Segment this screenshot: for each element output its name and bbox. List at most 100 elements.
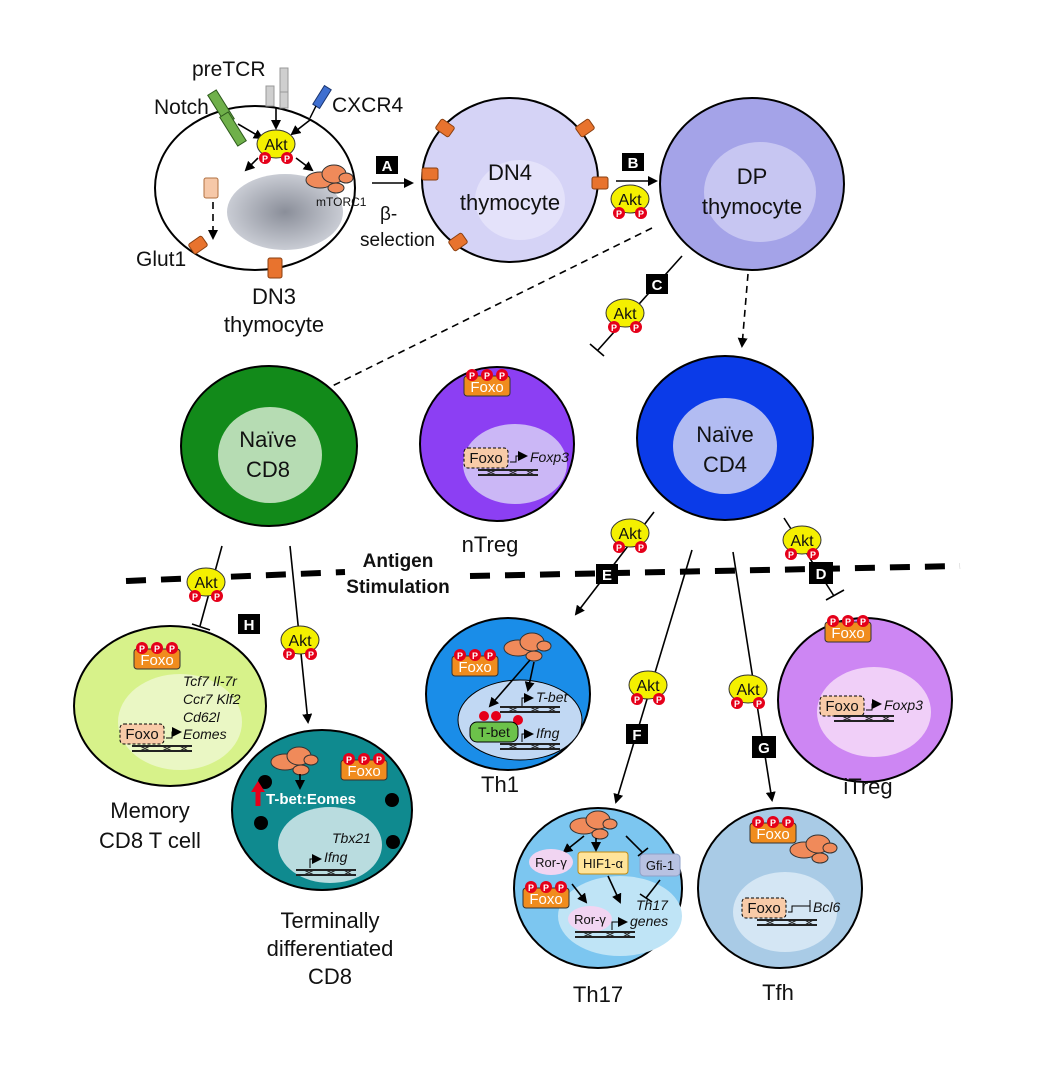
ror-gamma-label: Ror-γ [574, 912, 606, 927]
dp-label-line1: DP [737, 164, 768, 189]
antigen-stimulation-label-line1: Antigen [363, 551, 434, 572]
dn3-label-line1: DN3 [252, 284, 296, 309]
dp-cell: DP thymocyte [659, 97, 845, 271]
glut1-transporter-icon [591, 176, 609, 190]
step-h-label: H [244, 617, 255, 634]
step-a: A β- selection [360, 156, 435, 251]
tbet-gene-label: T-bet [536, 689, 569, 705]
naive-cd4-label-line1: Naïve [696, 422, 753, 447]
ifng-gene-label: Ifng [324, 849, 348, 865]
antigen-stimulation-label-line2: Stimulation [346, 577, 449, 598]
step-d-label: D [816, 566, 827, 583]
akt-label: Akt [194, 575, 218, 592]
ifng-gene-label: Ifng [536, 725, 560, 741]
terminal-cd8-label-line1: Terminally [280, 908, 379, 933]
step-e: Akt E [574, 511, 655, 616]
akt-label: Akt [618, 526, 642, 543]
ntreg-cell: Foxo Foxo Foxp3 nTreg [419, 366, 575, 557]
tbet-protein-label: T-bet [478, 724, 510, 740]
glut1-label: Glut1 [136, 248, 186, 271]
dp-label-line2: thymocyte [702, 194, 802, 219]
tbet-eomes-label: T-bet:Eomes [266, 791, 356, 808]
naive-cd8-to-terminal-arrow: Akt [280, 545, 320, 724]
dn3-nucleus [227, 174, 343, 250]
step-a-label: A [382, 158, 393, 175]
ror-gamma-icon [568, 906, 612, 932]
antigen-stimulation-divider: Antigen Stimulation [125, 551, 961, 598]
akt-label: Akt [636, 678, 660, 695]
mtorc1-label: mTORC1 [316, 195, 367, 209]
naive-cd4-cell: Naïve CD4 [636, 355, 814, 521]
beta-selection-label-line2: selection [360, 230, 435, 251]
terminal-cd8-label-line3: CD8 [308, 964, 352, 989]
th17-label: Th17 [573, 982, 623, 1007]
memory-genes-line3: Cd62l [183, 709, 220, 725]
dn4-label-line1: DN4 [488, 160, 532, 185]
foxo-label: Foxo [469, 450, 502, 467]
ror-gamma-icon [529, 849, 573, 875]
itreg-cell: Foxo Foxo Foxp3 iTreg [777, 614, 953, 799]
eomes-gene-label: Eomes [183, 726, 227, 742]
dp-to-naive-cd8-arrow [310, 227, 653, 397]
foxo-label: Foxo [458, 659, 491, 676]
foxo-label: Foxo [125, 726, 158, 743]
itreg-label: iTreg [843, 774, 892, 799]
notch-receptor-icon [207, 89, 247, 147]
memory-cd8-label-line2: CD8 T cell [99, 828, 201, 853]
th17-cell: Ror-γ HIF1-α Gfi-1 Foxo Ror-γ Th17 genes… [513, 807, 683, 1007]
foxo-label: Foxo [747, 900, 780, 917]
memory-genes-line2: Ccr7 Klf2 [183, 691, 241, 707]
akt-label: Akt [288, 633, 312, 650]
step-c: C Akt [589, 255, 683, 357]
th1-label: Th1 [481, 772, 519, 797]
foxo-label: Foxo [470, 379, 503, 396]
naive-cd8-cell: Naïve CD8 [180, 365, 358, 527]
th1-cell: Foxo T-bet T-bet Ifng Th1 [425, 617, 591, 797]
ror-gamma-label: Ror-γ [535, 855, 567, 870]
cxcr4-receptor-icon [309, 84, 332, 119]
naive-cd4-label-line2: CD4 [703, 452, 747, 477]
step-c-label: C [652, 277, 663, 294]
dn3-cell: Akt mTORC1 Notch preTCR CXCR4 Glut1 DN3 … [136, 58, 404, 337]
bcl6-gene-label: Bcl6 [813, 899, 840, 915]
akt-label: Akt [613, 306, 637, 323]
step-g-label: G [758, 740, 770, 757]
glut1-vesicle-icon [203, 177, 219, 199]
th17-genes-line2: genes [630, 913, 668, 929]
step-b: B Akt [610, 153, 658, 220]
beta-selection-label-line1: β- [380, 204, 397, 225]
tbx21-gene-label: Tbx21 [332, 830, 371, 846]
dn4-cell: DN4 thymocyte [421, 97, 609, 263]
gfi1-label: Gfi-1 [646, 858, 674, 873]
foxo-label: Foxo [347, 763, 380, 780]
tfh-label: Tfh [762, 980, 794, 1005]
foxo-label: Foxo [140, 652, 173, 669]
terminal-cd8-label-line2: differentiated [267, 936, 394, 961]
memory-cd8-label-line1: Memory [110, 798, 189, 823]
pretcr-label: preTCR [192, 58, 266, 81]
step-f: Akt F [613, 549, 693, 804]
step-d: Akt D [782, 517, 845, 601]
foxp3-gene-label: Foxp3 [530, 449, 569, 465]
dn4-label-line2: thymocyte [460, 190, 560, 215]
foxo-label: Foxo [825, 698, 858, 715]
step-h: Akt H [186, 545, 260, 634]
memory-cd8-cell: Foxo Tcf7 Il-7r Ccr7 Klf2 Cd62l Foxo Eom… [73, 625, 267, 853]
naive-cd8-label-line1: Naïve [239, 427, 296, 452]
cxcr4-label: CXCR4 [332, 94, 404, 117]
glut1-transporter-icon [267, 257, 283, 279]
foxp3-gene-label: Foxp3 [884, 697, 923, 713]
pretcr-receptor-icon [265, 67, 289, 109]
akt-label: Akt [264, 137, 288, 154]
hif1a-label: HIF1-α [583, 856, 624, 871]
step-e-label: E [602, 567, 612, 584]
step-f-label: F [632, 727, 641, 744]
akt-label: Akt [736, 682, 760, 699]
notch-label: Notch [154, 96, 209, 119]
dp-to-naive-cd4-arrow [737, 273, 749, 348]
foxo-label: Foxo [756, 826, 789, 843]
glut1-transporter-icon [421, 167, 439, 181]
dn3-label-line2: thymocyte [224, 312, 324, 337]
foxo-label: Foxo [831, 625, 864, 642]
